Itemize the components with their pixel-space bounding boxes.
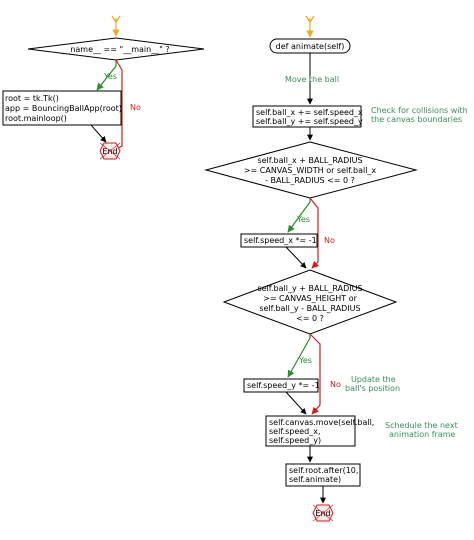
right-yes-x-connector [287, 198, 311, 233]
right-move-line-2: self.ball_y += self.speed_y [256, 117, 363, 126]
left-process-line-2: app = BouncingBallApp(root) [5, 104, 122, 113]
left-yes-label: Yes [103, 72, 117, 81]
right-canvas-line-2: self.speed_x, [269, 427, 321, 436]
right-move-process [252, 105, 362, 128]
right-after-line-1: self.root.after(10, [289, 466, 358, 475]
left-process-line-3: root.mainloop() [5, 114, 67, 123]
right-no-x-label: No [324, 236, 335, 245]
right-update-note-2: ball's position [345, 384, 400, 393]
right-collision-note-1: Check for collisions with [371, 106, 468, 115]
left-process-to-end [90, 124, 107, 143]
right-canvas-line-3: self.speed_y) [269, 436, 321, 445]
right-after-line-2: self.animate) [289, 475, 341, 484]
right-speed-y-to-canvas [285, 391, 307, 415]
left-no-label: No [130, 103, 141, 112]
right-start-text: def animate(self) [276, 42, 345, 51]
right-canvas-process [265, 415, 356, 447]
right-speed-y-process [243, 378, 319, 393]
right-update-note-1: Update the [351, 375, 396, 384]
right-yes-y-connector [287, 334, 311, 378]
left-yes-connector [96, 60, 117, 91]
right-end-text: End [315, 509, 330, 518]
left-end-text: End [102, 147, 117, 156]
right-move-comment: Move the ball [285, 75, 339, 84]
right-yes-y-label: Yes [298, 356, 312, 365]
right-decision-y-line-3: self.ball_y - BALL_RADIUS [259, 304, 360, 313]
right-no-x-connector [309, 197, 320, 269]
right-decision-x-line-1: self.ball_x + BALL_RADIUS [257, 156, 362, 165]
right-collision-note-2: the canvas boundaries [371, 115, 462, 124]
right-decision-y-line-4: <= 0 ? [296, 314, 324, 323]
right-end-node [312, 504, 334, 522]
left-main-decision-text: __name__ == "__main__" ? [61, 45, 169, 54]
right-canvas-line-1: self.canvas.move(self.ball, [269, 418, 374, 427]
right-decision-y-line-2: >= CANVAS_HEIGHT or [263, 294, 357, 303]
right-move-line-1: self.ball_x += self.speed_x [256, 108, 363, 117]
right-yes-x-label: Yes [296, 215, 310, 224]
right-schedule-note-1: Schedule the next [385, 421, 458, 430]
right-entry-arrow [305, 15, 315, 38]
right-speed-x-text: self.speed_x *= -1 [244, 236, 317, 245]
left-end-node [99, 142, 121, 160]
right-no-y-label: No [330, 380, 341, 389]
right-decision-x-line-3: - BALL_RADIUS <= 0 ? [265, 176, 355, 185]
right-no-y-connector [309, 333, 321, 415]
left-main-process [2, 90, 122, 126]
right-speed-y-text: self.speed_y *= -1 [247, 381, 320, 390]
right-speed-x-to-decision-y [285, 246, 307, 269]
right-decision-x-line-2: >= CANVAS_WIDTH or self.ball_x [244, 166, 377, 175]
right-speed-x-process [240, 233, 318, 248]
left-entry-arrow [111, 15, 121, 37]
left-process-line-1: root = tk.Tk() [5, 94, 59, 103]
right-decision-y-line-1: self.ball_y + BALL_RADIUS [257, 284, 362, 293]
right-schedule-note-2: animation frame [389, 430, 456, 439]
